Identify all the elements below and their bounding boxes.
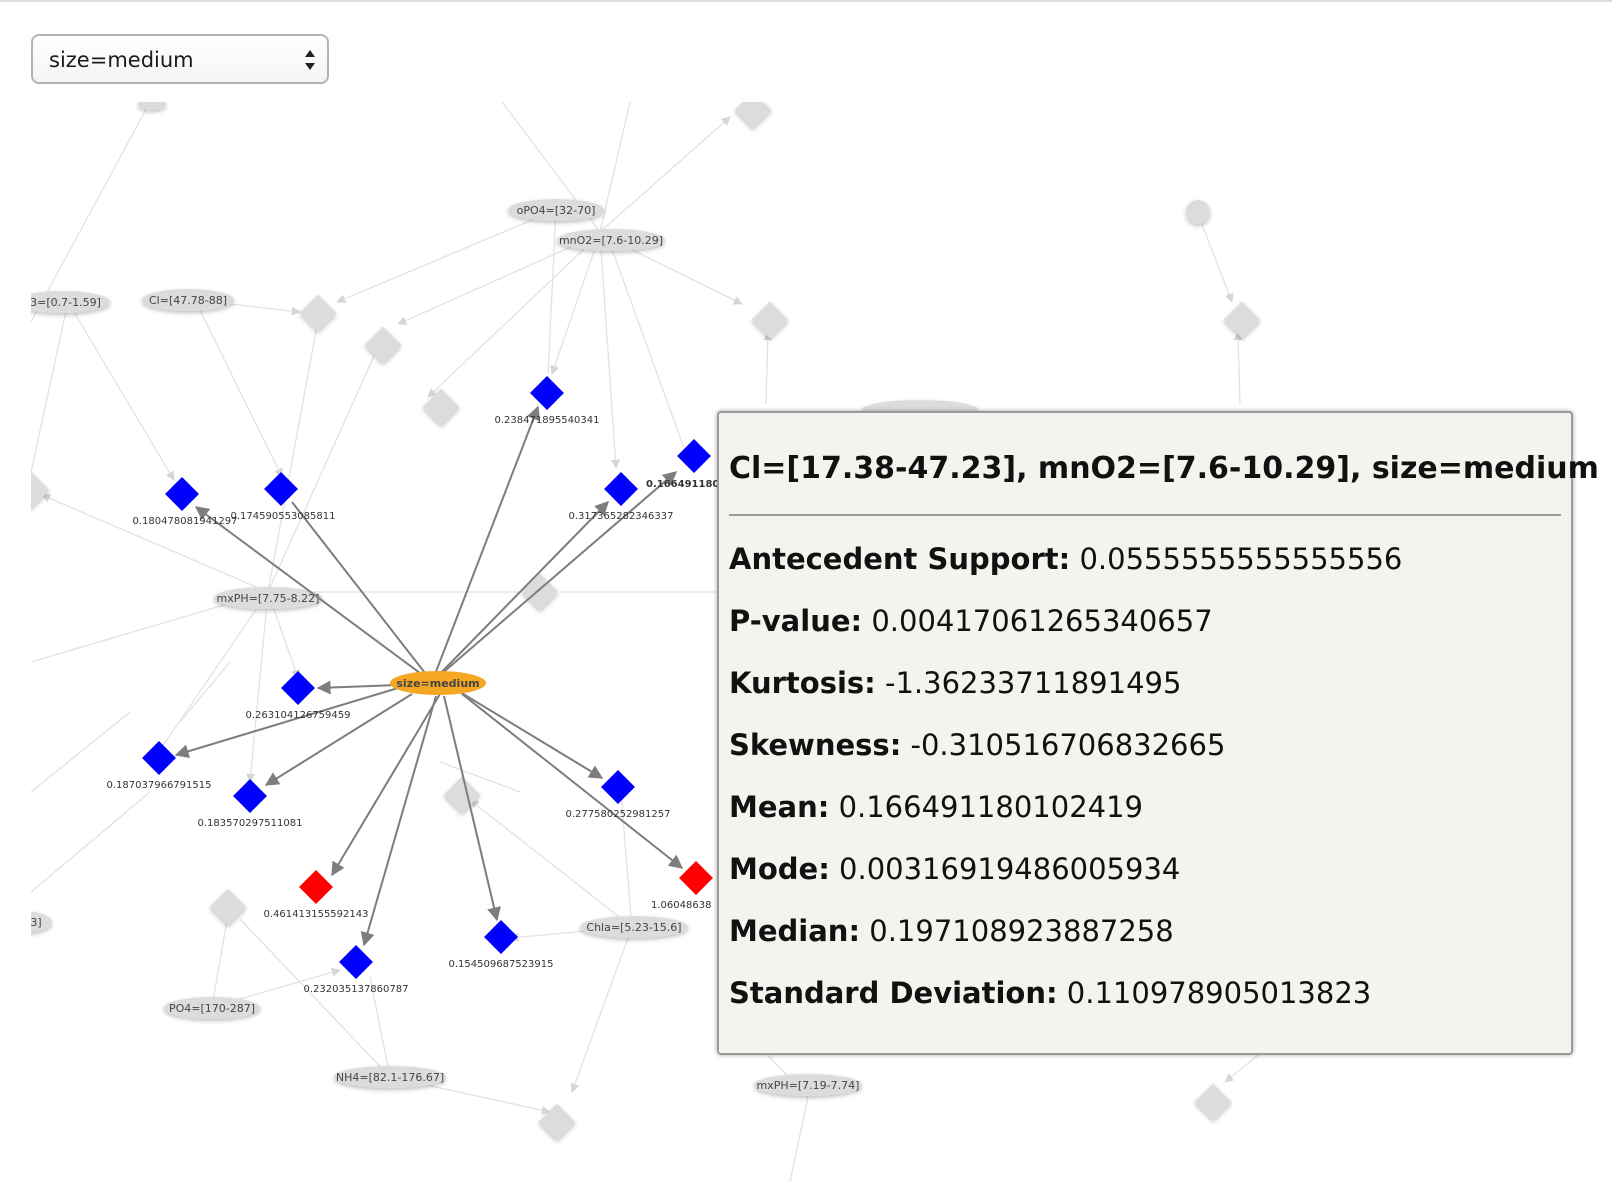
attribute-node-mxph-high[interactable]: mxPH=[7.75-8.22]: [214, 587, 322, 609]
rule-node-8[interactable]: 0.277580252981257: [566, 770, 671, 820]
rule-tooltip: Cl=[17.38-47.23], mnO2=[7.6-10.29], size…: [717, 411, 1599, 1055]
row-label: Median:: [729, 914, 861, 948]
row-value: 0.00316919486005934: [839, 852, 1181, 886]
row-label: Skewness:: [729, 728, 902, 762]
svg-text:03=[0.7-1.59]: 03=[0.7-1.59]: [23, 296, 101, 309]
svg-text:0.180478081941297: 0.180478081941297: [133, 516, 238, 527]
svg-text:Chla=[5.23-15.6]: Chla=[5.23-15.6]: [586, 921, 681, 934]
select-arrows-icon: [305, 50, 315, 70]
svg-text:size=medium: size=medium: [396, 677, 479, 690]
svg-text:0.238471895540341: 0.238471895540341: [495, 415, 600, 426]
row-value: 0.0555555555555556: [1079, 542, 1403, 576]
row-label: Mode:: [729, 852, 830, 886]
row-value: -0.310516706832665: [910, 728, 1226, 762]
tooltip-row-mode: Mode: 0.00316919486005934: [729, 852, 1180, 886]
tooltip-row-mean: Mean: 0.166491180102419: [729, 790, 1143, 824]
rule-node-0[interactable]: 0.180478081941297: [133, 477, 238, 527]
svg-text:0.154509687523915: 0.154509687523915: [449, 959, 554, 970]
svg-text:mnO2=[7.6-10.29]: mnO2=[7.6-10.29]: [559, 234, 663, 247]
tooltip-row-kurtosis: Kurtosis: -1.36233711891495: [729, 666, 1181, 700]
rule-node-9[interactable]: 0.461413155592143: [264, 870, 369, 920]
rule-node-2[interactable]: 0.238471895540341: [495, 376, 600, 426]
highlight-edges: [174, 405, 684, 947]
svg-text:oPO4=[32-70]: oPO4=[32-70]: [517, 204, 596, 217]
tooltip-row-median: Median: 0.197108923887258: [729, 914, 1174, 948]
svg-text:1.06048638: 1.06048638: [651, 900, 711, 911]
svg-text:0.232035137860787: 0.232035137860787: [304, 984, 409, 995]
svg-text:0.263104126759459: 0.263104126759459: [246, 710, 351, 721]
attribute-node-chla[interactable]: Chla=[5.23-15.6]: [580, 916, 688, 938]
svg-text:0.277580252981257: 0.277580252981257: [566, 809, 671, 820]
tooltip-row-skewness: Skewness: -0.310516706832665: [729, 728, 1225, 762]
svg-text:PO4=[170-287]: PO4=[170-287]: [169, 1002, 255, 1015]
row-value: 0.00417061265340657: [871, 604, 1213, 638]
row-value: -1.36233711891495: [884, 666, 1182, 700]
rule-node-5[interactable]: 0.263104126759459: [246, 671, 351, 721]
rule-node-12[interactable]: 0.232035137860787: [304, 945, 409, 995]
attribute-node-mxph-low[interactable]: mxPH=[7.19-7.74]: [754, 1074, 862, 1096]
row-label: P-value:: [729, 604, 863, 638]
svg-text:0.174590553085811: 0.174590553085811: [231, 511, 336, 522]
center-node-size-medium[interactable]: size=medium: [390, 671, 486, 695]
row-label: Mean:: [729, 790, 830, 824]
svg-text:mxPH=[7.75-8.22]: mxPH=[7.75-8.22]: [217, 592, 320, 605]
rule-filter-select[interactable]: size=medium: [31, 34, 329, 84]
attribute-node-po4[interactable]: PO4=[170-287]: [164, 997, 260, 1019]
attribute-node-nh4[interactable]: NH4=[82.1-176.67]: [334, 1066, 446, 1088]
rule-node-10[interactable]: 1.06048638: [651, 861, 713, 911]
attribute-node-partial[interactable]: 3]: [0, 911, 52, 933]
tooltip-title: Cl=[17.38-47.23], mnO2=[7.6-10.29], size…: [729, 451, 1599, 486]
row-label: Standard Deviation:: [729, 976, 1058, 1010]
row-label: Antecedent Support:: [729, 542, 1071, 576]
svg-text:NH4=[82.1-176.67]: NH4=[82.1-176.67]: [336, 1071, 444, 1084]
attribute-node-opo4[interactable]: oPO4=[32-70]: [508, 199, 604, 221]
svg-text:0.183570297511081: 0.183570297511081: [198, 818, 303, 829]
rule-node-11[interactable]: 0.154509687523915: [449, 920, 554, 970]
svg-text:0.16649118010: 0.16649118010: [646, 479, 733, 490]
row-label: Kurtosis:: [729, 666, 876, 700]
svg-text:0.187037966791515: 0.187037966791515: [107, 780, 212, 791]
attribute-node-cl[interactable]: Cl=[47.78-88]: [142, 289, 234, 311]
rule-filter-select-value: size=medium: [49, 48, 194, 72]
rule-node-1[interactable]: 0.174590553085811: [231, 472, 336, 522]
tooltip-row-antecedent-support: Antecedent Support: 0.0555555555555556: [729, 542, 1402, 576]
tooltip-row-p-value: P-value: 0.00417061265340657: [729, 604, 1213, 638]
svg-text:0.461413155592143: 0.461413155592143: [264, 909, 369, 920]
tooltip-row-standard-deviation: Standard Deviation: 0.110978905013823: [729, 976, 1371, 1010]
svg-text:3]: 3]: [30, 916, 41, 929]
row-value: 0.197108923887258: [869, 914, 1174, 948]
attribute-node-03[interactable]: 03=[0.7-1.59]: [14, 291, 110, 313]
attribute-node-mno2[interactable]: mnO2=[7.6-10.29]: [557, 229, 665, 251]
row-value: 0.166491180102419: [838, 790, 1143, 824]
tooltip-divider: [729, 514, 1561, 516]
svg-text:mxPH=[7.19-7.74]: mxPH=[7.19-7.74]: [757, 1079, 860, 1092]
rule-node-7[interactable]: 0.183570297511081: [198, 779, 303, 829]
row-value: 0.110978905013823: [1066, 976, 1372, 1010]
svg-text:Cl=[47.78-88]: Cl=[47.78-88]: [149, 294, 227, 307]
svg-text:0.317365282346337: 0.317365282346337: [569, 511, 674, 522]
